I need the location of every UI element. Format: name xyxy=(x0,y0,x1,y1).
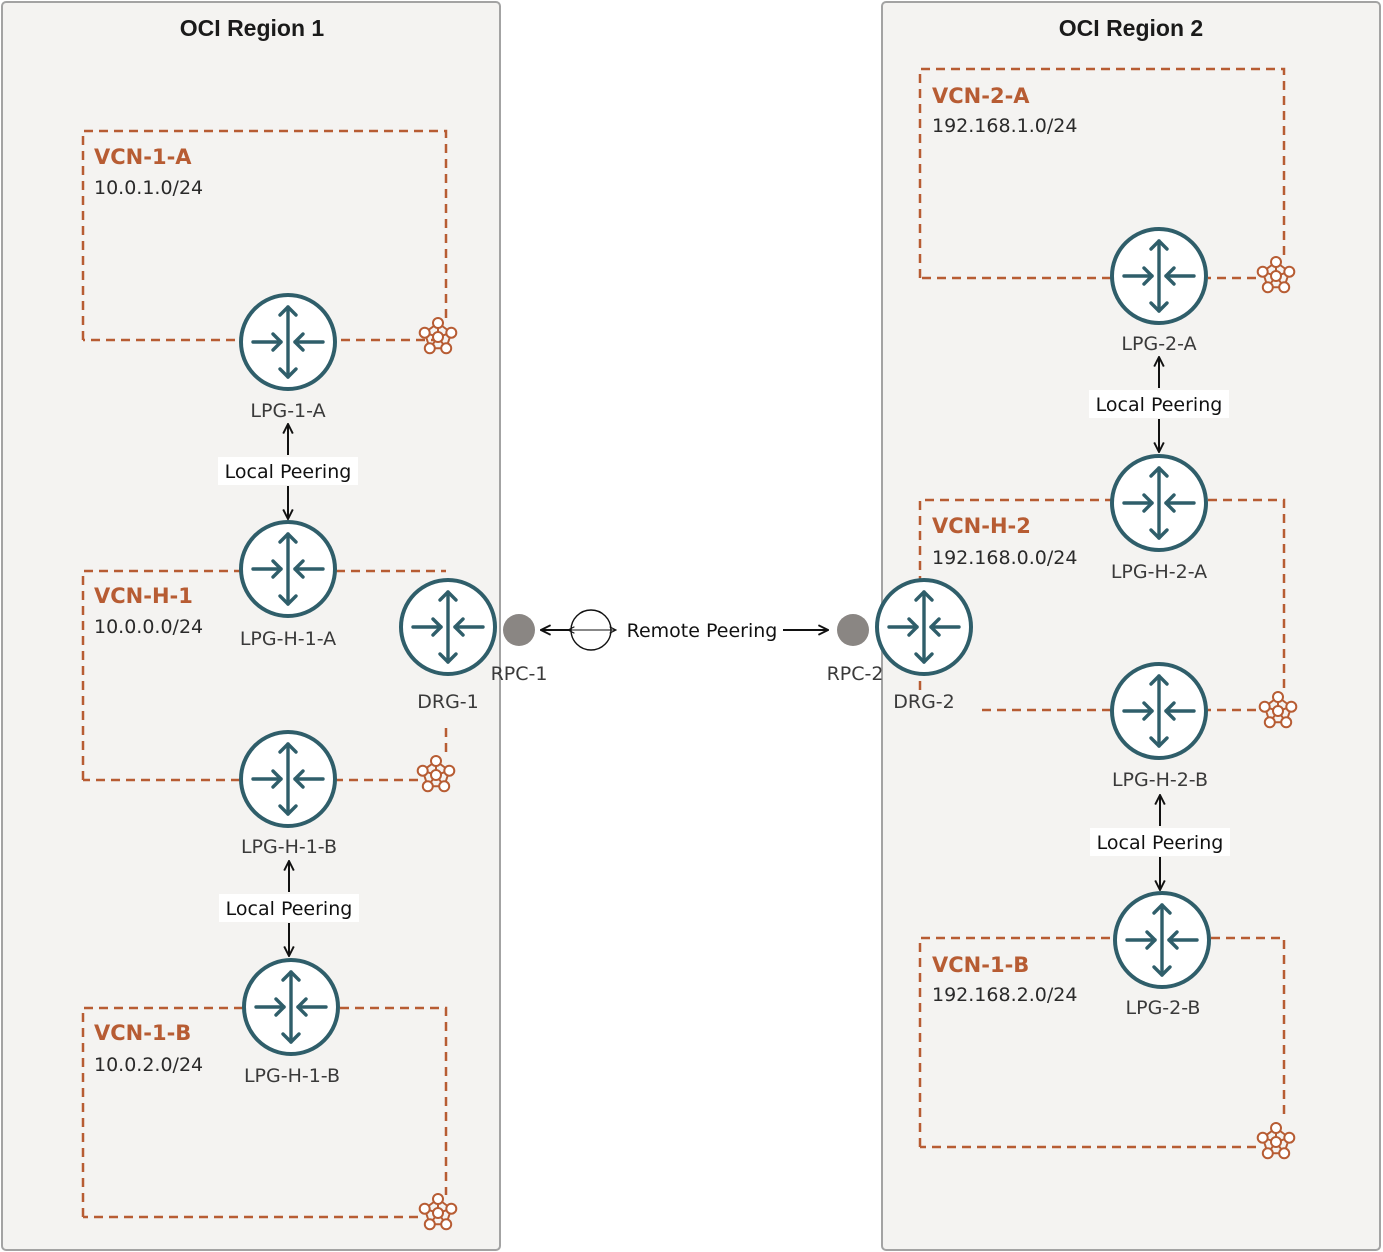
router-drg-2[interactable] xyxy=(875,578,973,676)
vcn-h-1-name: VCN-H-1 xyxy=(94,584,193,608)
local-peering-4-label: Local Peering xyxy=(1097,832,1224,854)
remote-peering-link xyxy=(541,609,828,651)
vcn-1-a: VCN-1-A 10.0.1.0/24 xyxy=(94,145,203,199)
local-peering-2-label: Local Peering xyxy=(226,898,353,920)
router-icon xyxy=(1113,891,1211,989)
router-icon xyxy=(1110,454,1208,552)
vcn-1-b-right-name: VCN-1-B xyxy=(932,953,1029,977)
lpg-h-1-b-label: LPG-H-1-B xyxy=(241,836,337,858)
drg-2-label: DRG-2 xyxy=(893,691,955,713)
vcn-2-a: VCN-2-A 192.168.1.0/24 xyxy=(932,84,1077,137)
router-lpg-h-1-b[interactable] xyxy=(239,730,337,828)
vcn-1-b-left-cidr: 10.0.2.0/24 xyxy=(94,1054,203,1076)
vcn-1-a-name: VCN-1-A xyxy=(94,145,192,169)
vcn-1-a-boundary xyxy=(81,129,448,342)
region-2: OCI Region 2 xyxy=(881,1,1381,1251)
vcn-2-a-name: VCN-2-A xyxy=(932,84,1030,108)
router-lpg-h-1-b-2[interactable] xyxy=(242,958,340,1056)
lpg-h-2-b-label: LPG-H-2-B xyxy=(1112,769,1208,791)
router-icon xyxy=(875,578,973,676)
router-drg-1[interactable] xyxy=(399,578,497,676)
region-1: OCI Region 1 xyxy=(1,1,501,1251)
vcn-2-a-boundary xyxy=(918,67,1286,280)
rpc-1-dot-icon xyxy=(503,614,535,646)
vcn-h-2-boundary xyxy=(918,498,1286,712)
router-icon xyxy=(1110,227,1208,325)
router-icon xyxy=(242,958,340,1056)
vcn-1-b-left: VCN-1-B 10.0.2.0/24 xyxy=(94,1021,203,1076)
vcn-h-1-cidr: 10.0.0.0/24 xyxy=(94,616,203,638)
vcn-h-2-cidr: 192.168.0.0/24 xyxy=(932,547,1077,569)
region-2-title: OCI Region 2 xyxy=(1059,15,1203,41)
router-lpg-2-b[interactable] xyxy=(1113,891,1211,989)
vcn-h-1: VCN-H-1 10.0.0.0/24 xyxy=(94,584,203,638)
vcn-h-2-name: VCN-H-2 xyxy=(932,514,1031,538)
router-lpg-h-2-b[interactable] xyxy=(1110,662,1208,760)
lpg-1-a-label: LPG-1-A xyxy=(250,400,325,422)
local-peering-1-label: Local Peering xyxy=(225,461,352,483)
vcn-1-b-right-boundary xyxy=(918,936,1286,1149)
rpc-2-label: RPC-2 xyxy=(827,663,884,685)
vcn-1-b-right-cidr: 192.168.2.0/24 xyxy=(932,984,1077,1006)
router-icon xyxy=(399,578,497,676)
vcn-h-2: VCN-H-2 192.168.0.0/24 xyxy=(932,514,1077,569)
lpg-h-2-a-label: LPG-H-2-A xyxy=(1111,561,1207,583)
vcn-1-b-left-boundary xyxy=(81,1006,448,1219)
router-lpg-2-a[interactable] xyxy=(1110,227,1208,325)
vcn-1-b-left-name: VCN-1-B xyxy=(94,1021,191,1045)
remote-peering-label: Remote Peering xyxy=(627,620,778,642)
vcn-h-1-boundary xyxy=(81,569,448,782)
vcn-1-a-cidr: 10.0.1.0/24 xyxy=(94,177,203,199)
lpg-h-1-b-2-label: LPG-H-1-B xyxy=(244,1065,340,1087)
rpc-1-label: RPC-1 xyxy=(491,663,548,685)
router-lpg-h-2-a[interactable] xyxy=(1110,454,1208,552)
lpg-2-b-label: LPG-2-B xyxy=(1126,997,1201,1019)
router-icon xyxy=(239,293,337,391)
drg-1-label: DRG-1 xyxy=(417,691,479,713)
router-icon xyxy=(239,730,337,828)
vcn-2-a-cidr: 192.168.1.0/24 xyxy=(932,115,1077,137)
router-icon xyxy=(239,520,337,618)
router-lpg-h-1-a[interactable] xyxy=(239,520,337,618)
lpg-h-1-a-label: LPG-H-1-A xyxy=(240,628,336,650)
router-icon xyxy=(1110,662,1208,760)
region-1-title: OCI Region 1 xyxy=(180,15,325,41)
router-lpg-1-a[interactable] xyxy=(239,293,337,391)
rpc-2-dot-icon xyxy=(837,614,869,646)
vcn-1-b-right: VCN-1-B 192.168.2.0/24 xyxy=(932,953,1077,1006)
local-peering-3-label: Local Peering xyxy=(1096,394,1223,416)
lpg-2-a-label: LPG-2-A xyxy=(1121,333,1196,355)
